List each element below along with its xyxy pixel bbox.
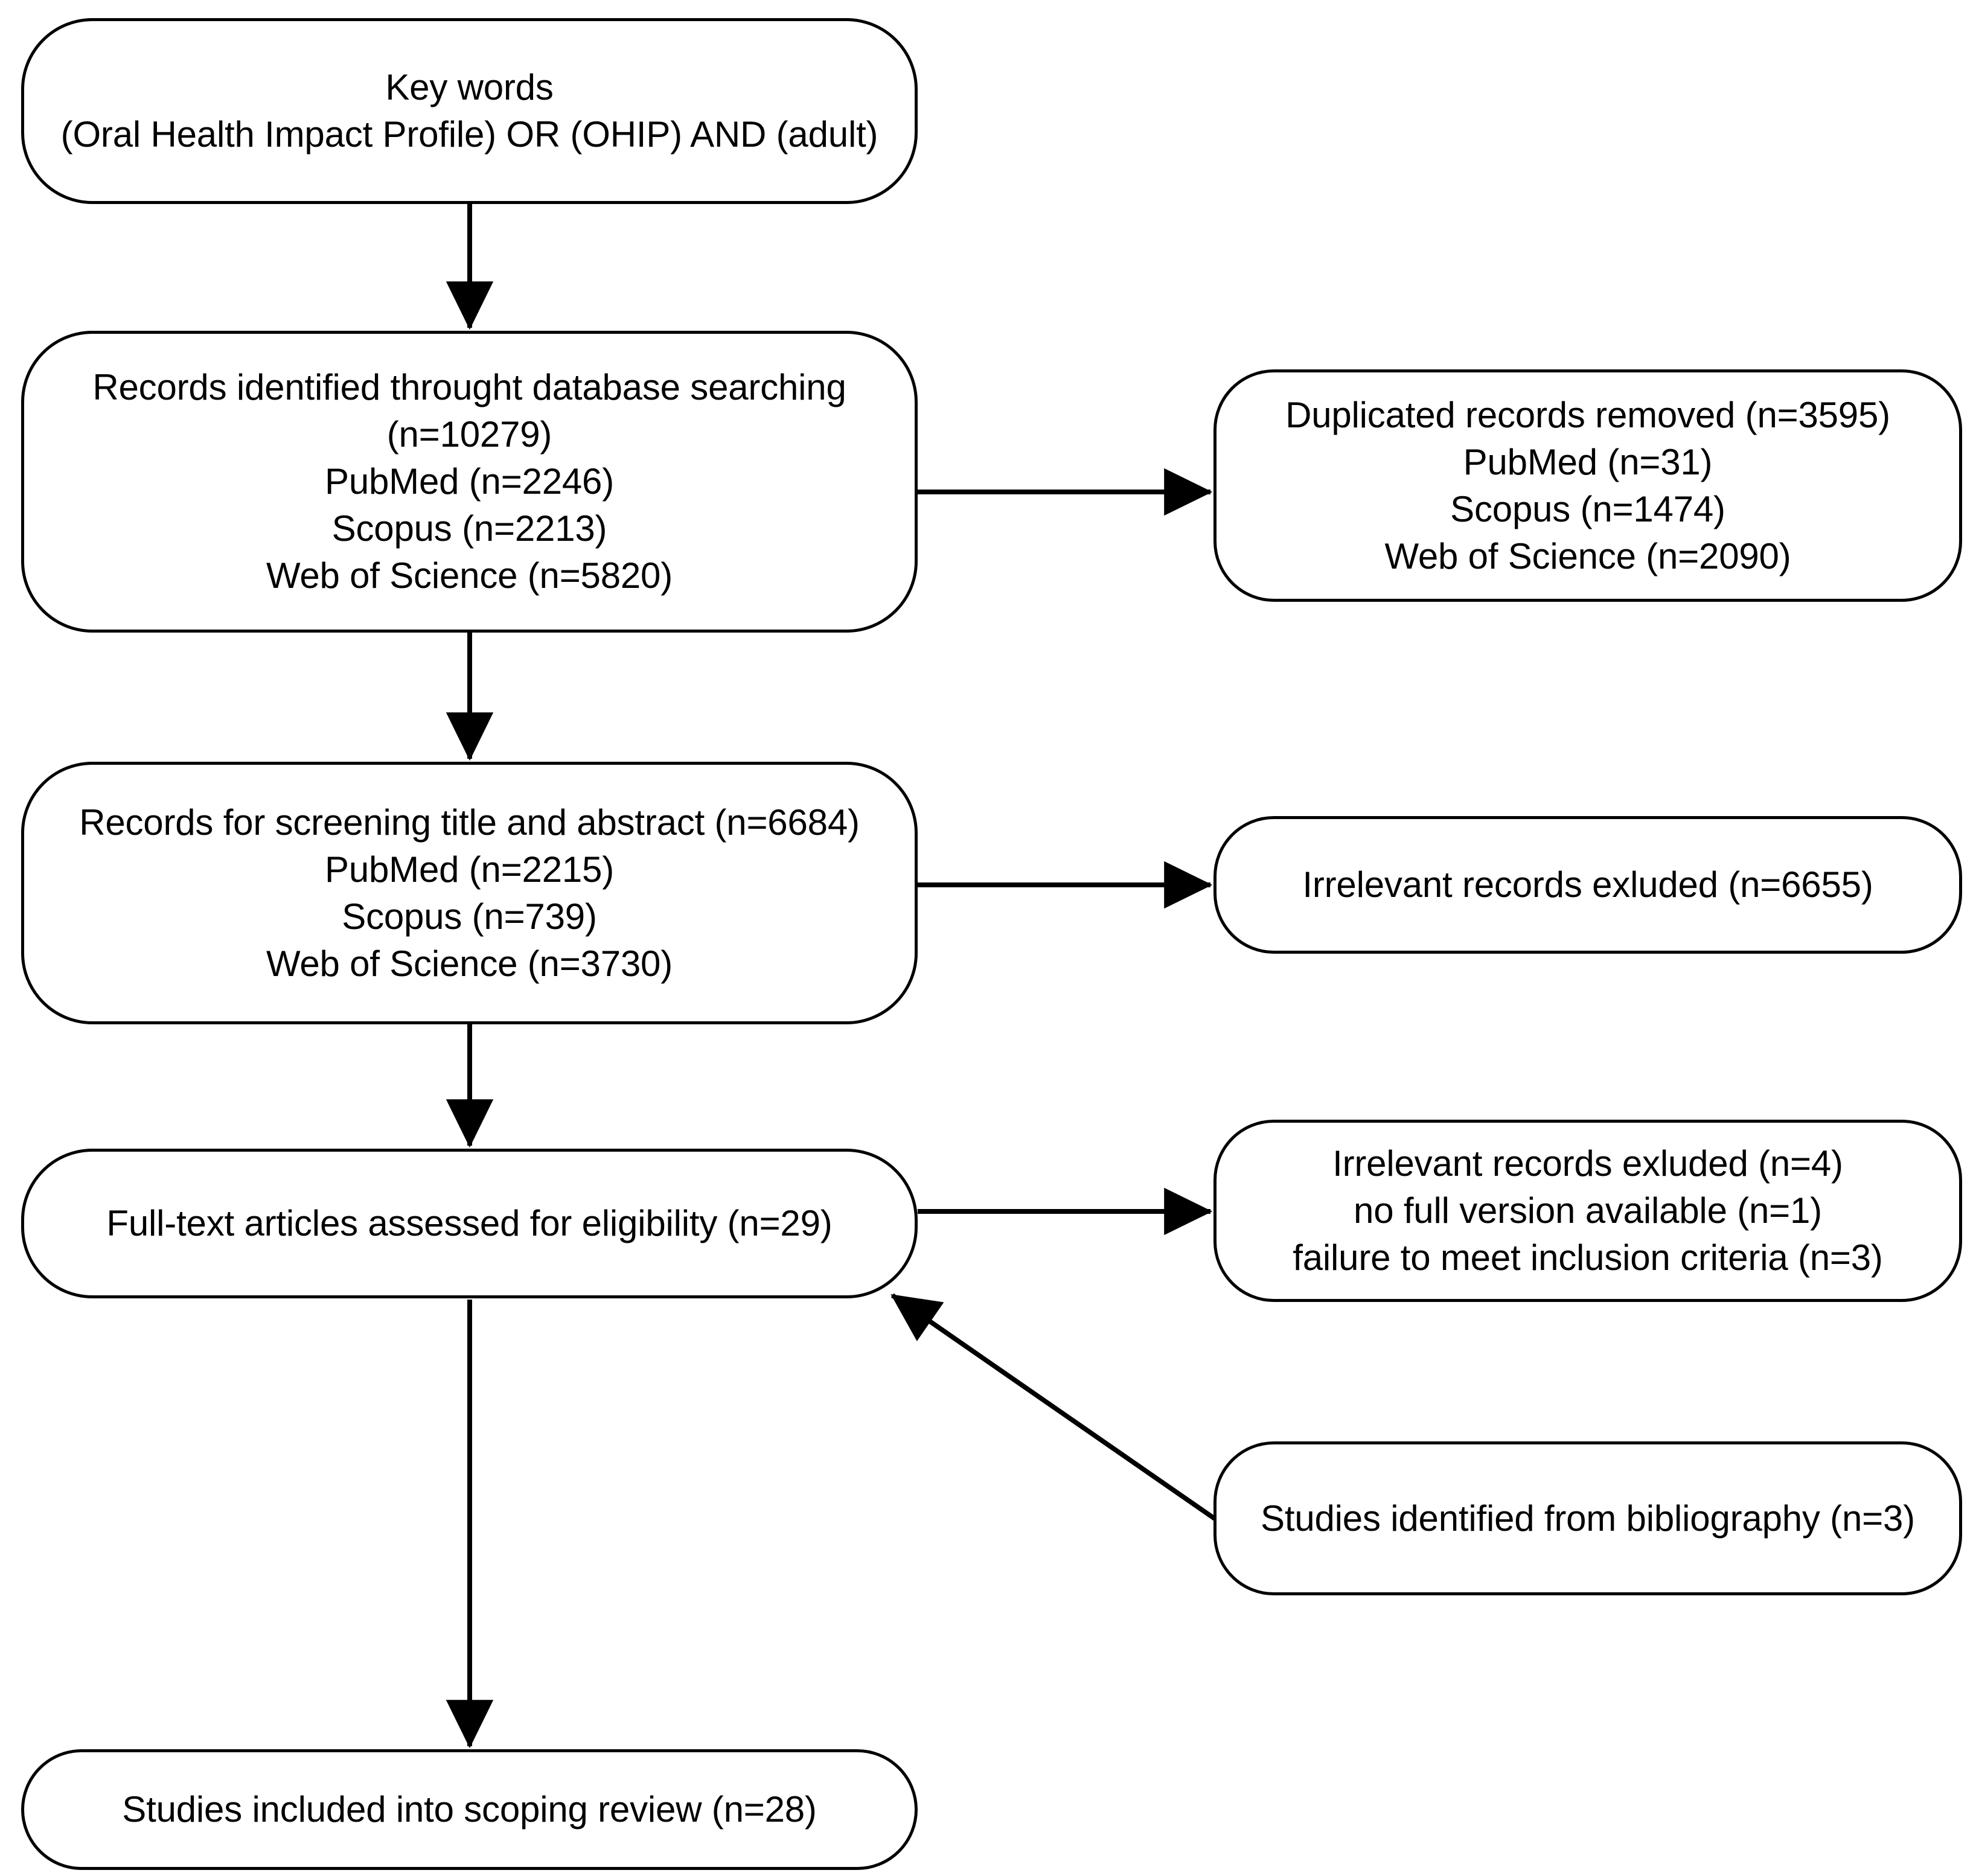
node-irrelevant-records-excluded-fulltext: Irrelevant records exluded (n=4) no full… <box>1213 1120 1962 1302</box>
node-irrelevant-records-excluded-abstract-line-1: Irrelevant records exluded (n=6655) <box>1302 864 1873 905</box>
node-records-identified-line-2: (n=10279) <box>386 414 552 455</box>
node-studies-included-into-scoping-review: Studies included into scoping review (n=… <box>21 1749 918 1870</box>
node-records-identified: Records identified throught database sea… <box>21 331 918 633</box>
node-key-words-line-1: Key words <box>385 67 554 107</box>
node-records-for-screening-line-4: Web of Science (n=3730) <box>266 943 673 984</box>
edge-bibliography-to-fulltext <box>890 1293 1217 1521</box>
node-records-identified-line-5: Web of Science (n=5820) <box>266 555 673 596</box>
node-full-text-articles-assessed: Full-text articles assessed for eligibil… <box>21 1149 918 1298</box>
node-records-identified-line-3: PubMed (n=2246) <box>325 461 614 502</box>
node-duplicated-records-removed-line-2: PubMed (n=31) <box>1463 441 1713 482</box>
node-records-for-screening: Records for screening title and abstract… <box>21 762 918 1024</box>
node-studies-identified-from-bibliography-line-1: Studies identified from bibliography (n=… <box>1261 1498 1915 1539</box>
node-records-for-screening-line-2: PubMed (n=2215) <box>325 849 614 890</box>
node-duplicated-records-removed: Duplicated records removed (n=3595) PubM… <box>1213 369 1962 602</box>
node-studies-identified-from-bibliography: Studies identified from bibliography (n=… <box>1213 1441 1962 1595</box>
node-duplicated-records-removed-line-3: Scopus (n=1474) <box>1450 488 1725 529</box>
node-records-identified-line-4: Scopus (n=2213) <box>331 508 607 549</box>
node-key-words-line-2: (Oral Health Impact Profile) OR (OHIP) A… <box>60 114 878 155</box>
node-irrelevant-records-excluded-fulltext-line-3: failure to meet inclusion criteria (n=3) <box>1293 1237 1883 1278</box>
node-duplicated-records-removed-line-1: Duplicated records removed (n=3595) <box>1285 394 1890 435</box>
node-full-text-articles-assessed-line-1: Full-text articles assessed for eligibil… <box>106 1203 833 1243</box>
node-duplicated-records-removed-line-4: Web of Science (n=2090) <box>1384 535 1791 576</box>
node-studies-included-into-scoping-review-line-1: Studies included into scoping review (n=… <box>122 1789 817 1830</box>
node-records-for-screening-line-1: Records for screening title and abstract… <box>79 802 860 843</box>
node-records-identified-line-1: Records identified throught database sea… <box>92 367 846 407</box>
node-key-words: Key words (Oral Health Impact Profile) O… <box>21 18 918 204</box>
node-irrelevant-records-excluded-abstract: Irrelevant records exluded (n=6655) <box>1213 816 1962 954</box>
node-irrelevant-records-excluded-fulltext-line-2: no full version available (n=1) <box>1354 1190 1822 1231</box>
node-irrelevant-records-excluded-fulltext-line-1: Irrelevant records exluded (n=4) <box>1332 1143 1843 1184</box>
node-records-for-screening-line-3: Scopus (n=739) <box>342 896 597 937</box>
